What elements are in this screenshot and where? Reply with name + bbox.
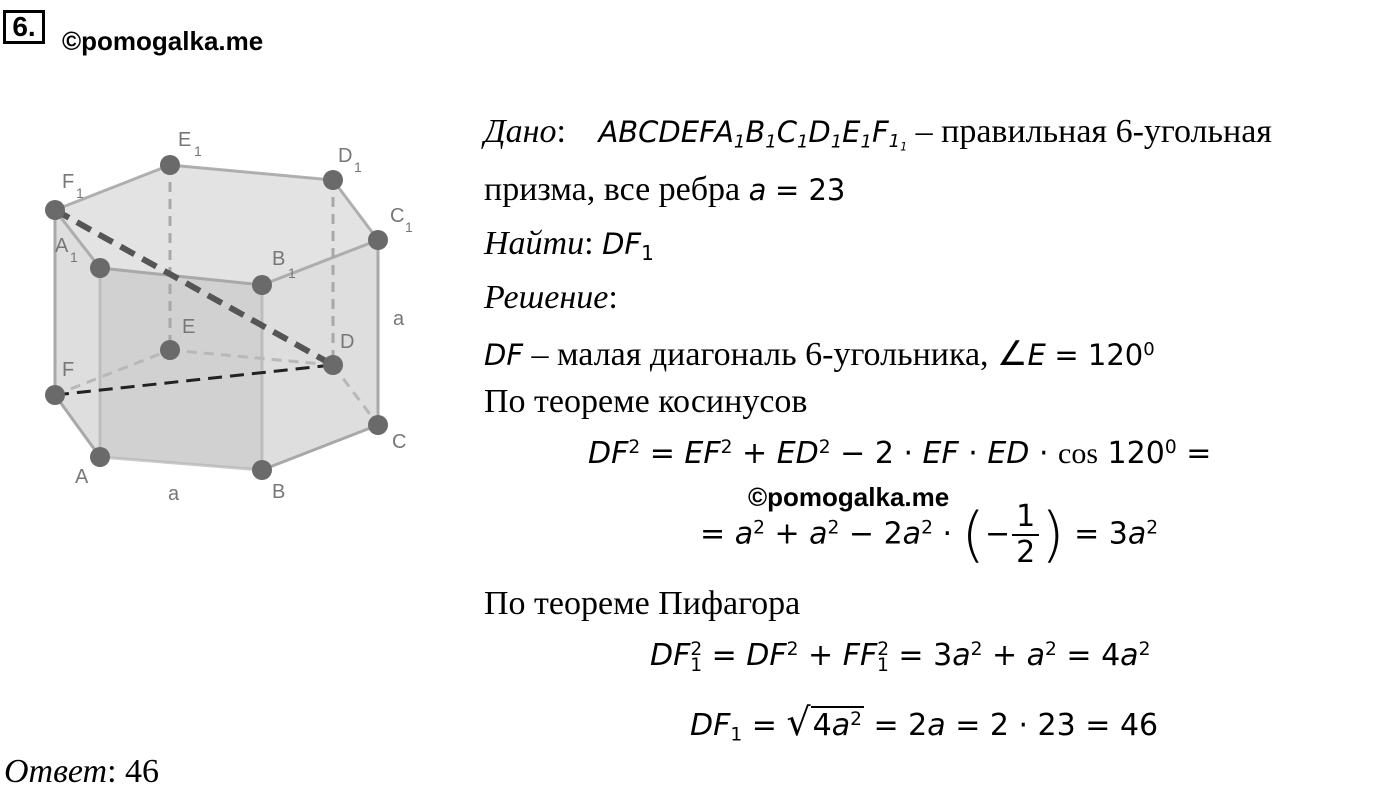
label-e1-sub: 1 <box>194 143 202 159</box>
diagonal-df <box>54 363 334 397</box>
label-d: D <box>340 331 354 353</box>
label-e1: E <box>178 129 191 151</box>
vertex-f1 <box>45 200 65 220</box>
pyth-theorem-heading: По теореме Пифагора <box>484 585 801 622</box>
vertex-e1 <box>160 155 180 175</box>
answer-value: : 46 <box>107 753 160 790</box>
given-desc: – правильная 6-угольная <box>915 113 1272 150</box>
label-a1-sub: 1 <box>70 249 78 265</box>
vertex-d <box>323 355 343 375</box>
label-a: A <box>75 466 89 488</box>
edge <box>53 394 102 458</box>
prism-name: ABCDEFA1B1C1D1E1F11 <box>598 115 908 154</box>
solution-heading: Решение: <box>484 279 618 316</box>
vertex-b1 <box>252 275 272 295</box>
hidden-edge <box>331 364 380 426</box>
vertex-e <box>160 340 180 360</box>
problem-number: 6. <box>3 10 45 44</box>
vertex-a1 <box>90 258 110 278</box>
label-f1-sub: 1 <box>76 185 84 201</box>
answer-label: Ответ <box>4 753 108 790</box>
label-e: E <box>182 316 195 338</box>
label-a-side: a <box>393 308 405 330</box>
df-line: DF – малая диагональ 6-угольника, ∠E = 1… <box>484 335 1155 373</box>
label-b: B <box>272 481 285 503</box>
label-c1-sub: 1 <box>405 219 413 235</box>
vertex-d1 <box>323 170 343 190</box>
given-label: Дано <box>484 113 557 150</box>
edge <box>261 423 379 472</box>
pyth-formula-1: DF21 = DF2 + FF21 = 3a2 + a2 = 4a2 <box>650 638 1151 676</box>
label-c1: C <box>390 205 404 227</box>
hidden-edge <box>169 348 334 367</box>
cos-formula-1: DF2 = EF2 + ED2 − 2 · EF · ED · cos 1200… <box>588 436 1212 471</box>
hidden-edge <box>54 348 171 397</box>
label-f: F <box>62 359 74 381</box>
vertex-c <box>368 415 388 435</box>
vertex-b <box>252 460 272 480</box>
prism-figure: E 1 D 1 C 1 F 1 A 1 B 1 E D F C A B a a <box>45 129 413 505</box>
answer-line: Ответ: 46 <box>4 752 159 792</box>
given-line: Дано: ABCDEFA1B1C1D1E1F11 – правильная 6… <box>484 113 1272 154</box>
label-b1-sub: 1 <box>288 265 296 281</box>
label-c: C <box>392 431 406 453</box>
label-f1: F <box>62 171 74 193</box>
diagonal-df1 <box>53 207 335 368</box>
watermark-top: ©pomogalka.me <box>62 26 264 56</box>
label-d1: D <box>338 145 352 167</box>
vertex-c1 <box>368 230 388 250</box>
label-b1: B <box>272 248 285 270</box>
given-line-2: призма, все ребра a = 23 <box>484 171 846 208</box>
watermark-mid: ©pomogalka.me <box>748 482 950 512</box>
vertex-f <box>45 385 65 405</box>
find-line: Найти: DF1 <box>484 225 654 265</box>
vertex-a <box>90 447 110 467</box>
cos-theorem-heading: По теореме косинусов <box>484 383 808 420</box>
label-a-bottom: a <box>168 483 180 505</box>
label-a1: A <box>55 235 69 257</box>
label-d1-sub: 1 <box>354 159 362 175</box>
pyth-formula-2: DF1 = √4a2 = 2a = 2 · 23 = 46 <box>690 700 1159 746</box>
